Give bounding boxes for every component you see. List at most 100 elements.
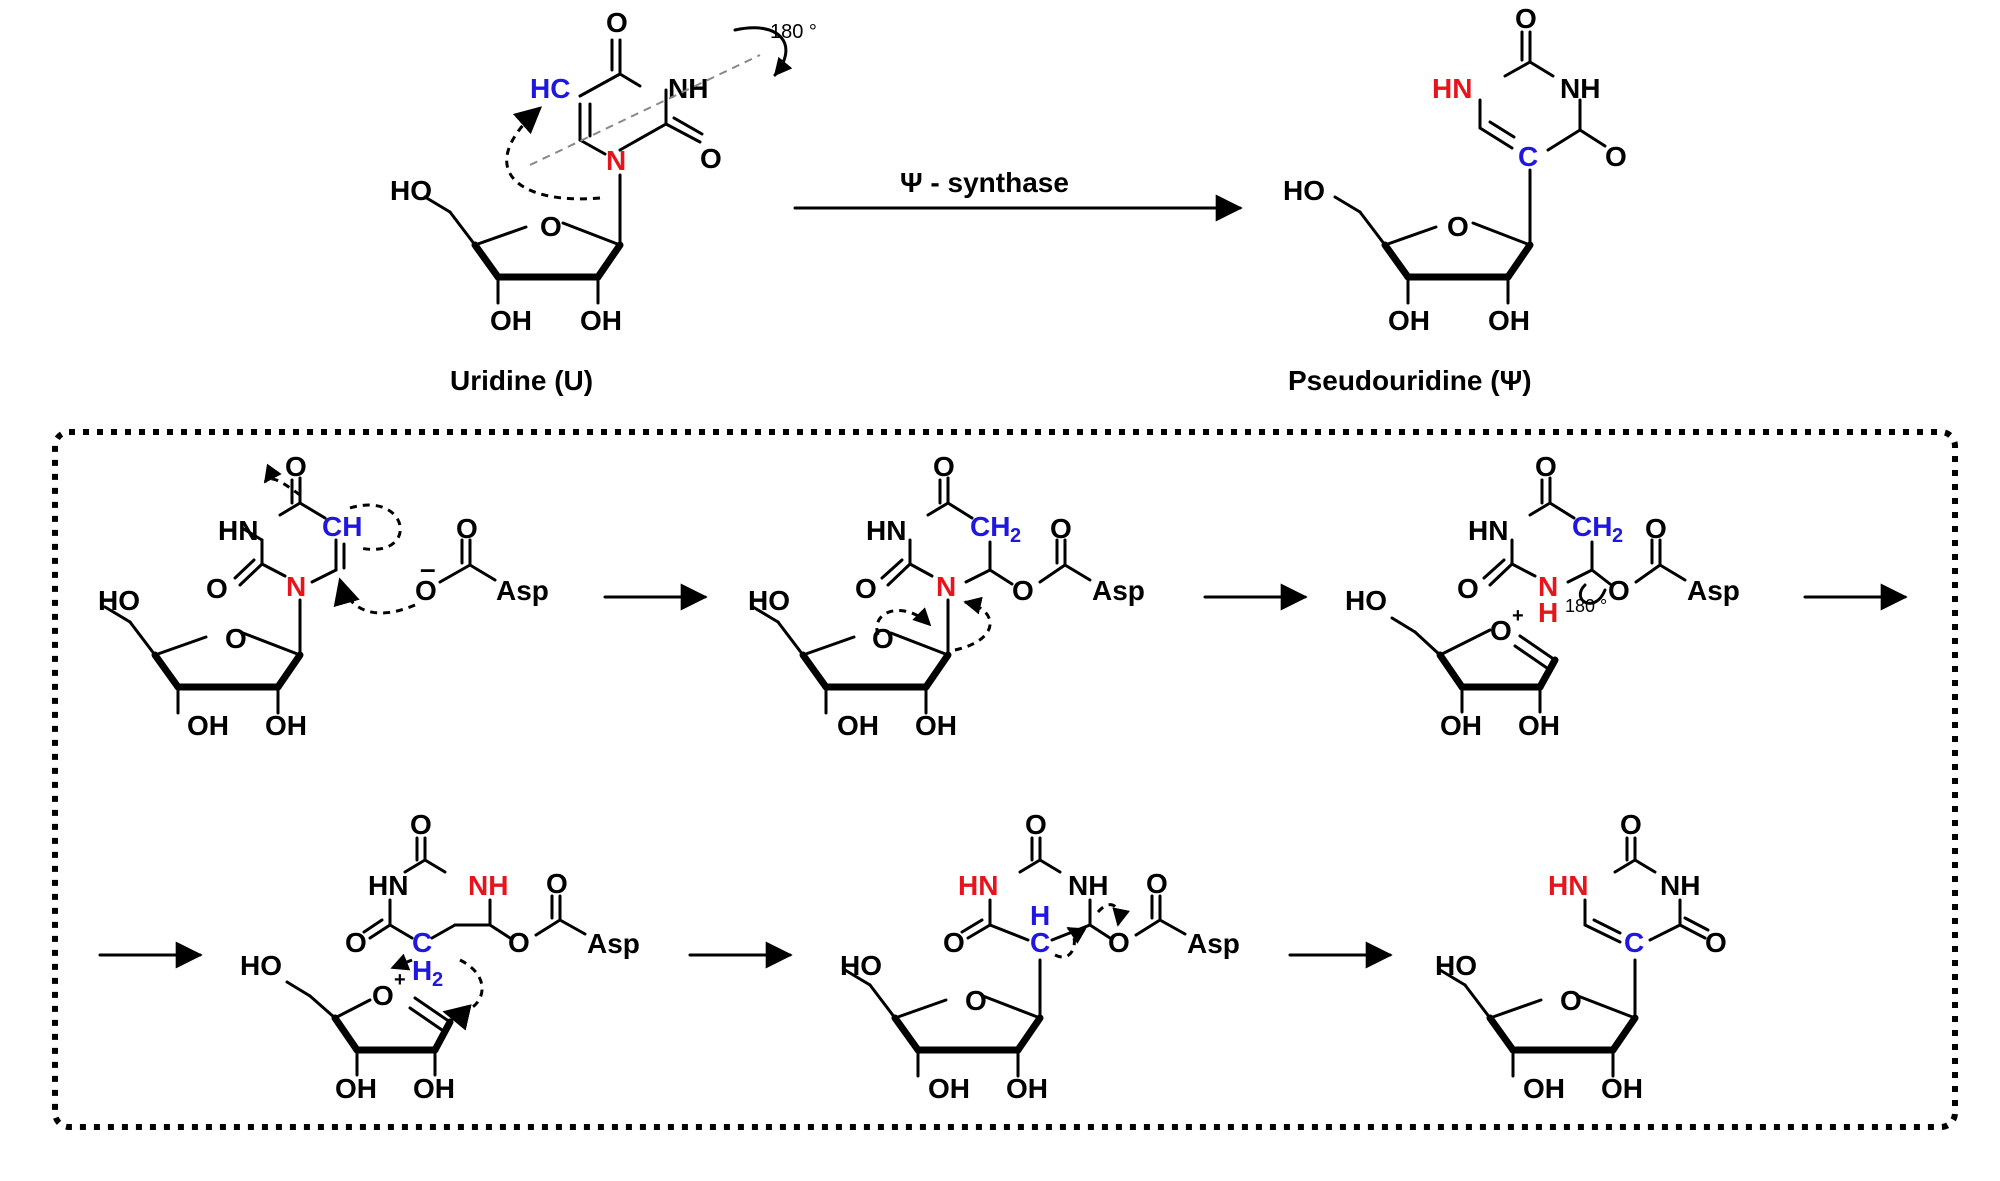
step3-hn: HN (1468, 515, 1508, 546)
uridine-oh-right: OH (580, 305, 622, 336)
step3-o-c4: O (1535, 451, 1557, 482)
step4-h2: H (412, 955, 432, 986)
step6-o-c2: O (1620, 809, 1642, 840)
mechanism-step-2: HO OH OH O N O HN O CH 2 O O Asp (748, 451, 1145, 741)
step5-oh-right: OH (1006, 1073, 1048, 1104)
pseudo-ho-label: HO (1283, 175, 1325, 206)
step1-arrow-asp (333, 577, 416, 615)
step6-nh: NH (1660, 870, 1700, 901)
step4-oh-left: OH (335, 1073, 377, 1104)
pseudo-nh-label: NH (1560, 73, 1600, 104)
step4-o-c2: O (410, 809, 432, 840)
pseudo-carbonyl-o-top: O (1515, 3, 1537, 34)
uridine-curved-arrow (505, 106, 601, 201)
step5-nh: NH (1068, 870, 1108, 901)
step4-ho: HO (240, 950, 282, 981)
step1-n1: N (286, 571, 306, 602)
step3-sub2: 2 (1612, 525, 1623, 547)
step3-ch2: CH (1572, 511, 1612, 542)
step5-oh-left: OH (928, 1073, 970, 1104)
step1-ho: HO (98, 585, 140, 616)
pseudo-carbonyl-o-right: O (1605, 141, 1627, 172)
step5-o-c2: O (1025, 809, 1047, 840)
step3-ester-o: O (1608, 575, 1630, 606)
step1-o-c4: O (285, 451, 307, 482)
pseudo-hn-label: HN (1432, 73, 1472, 104)
step6-oh-right: OH (1601, 1073, 1643, 1104)
step1-asp: Asp (496, 575, 549, 606)
step6-oh-left: OH (1523, 1073, 1565, 1104)
step5-arrow-o (1096, 903, 1130, 927)
step4-hn: HN (368, 870, 408, 901)
step5-ester-o: O (1108, 927, 1130, 958)
uridine-caption: Uridine (U) (450, 365, 593, 396)
mechanism-step-4: HO OH OH O + HN NH O O C H 2 O (240, 809, 640, 1104)
step4-asp-o: O (546, 868, 568, 899)
mechanism-box (52, 429, 1958, 1130)
rotation-axis (529, 54, 761, 166)
rotation-arrow (733, 26, 793, 77)
step3-ho: HO (1345, 585, 1387, 616)
step5-asp-o: O (1146, 868, 1168, 899)
step3-rotation-label: 180 ° (1565, 596, 1607, 616)
step5-c5: C (1030, 927, 1050, 958)
uridine-carbonyl-o-right: O (700, 143, 722, 174)
step4-plus: + (394, 969, 406, 991)
step3-n: N (1538, 571, 1558, 602)
pseudouridine-caption: Pseudouridine (Ψ) (1288, 365, 1532, 396)
step6-c5: C (1624, 927, 1644, 958)
step5-ring-o: O (965, 985, 987, 1016)
step1-minus: – (420, 553, 436, 584)
step2-ring-o: O (872, 623, 894, 654)
step4-ester-o: O (508, 927, 530, 958)
uridine-ring-oxygen: O (540, 211, 562, 242)
step4-c5: C (412, 927, 432, 958)
uridine-ho-label: HO (390, 175, 432, 206)
mechanism-step-3: HO OH OH O + N H O HN O CH 2 O (1345, 451, 1740, 741)
step2-ho: HO (748, 585, 790, 616)
step1-o-c2: O (206, 573, 228, 604)
mechanism-step-6: HO OH OH O C O NH O HN (1435, 809, 1727, 1104)
step5-asp: Asp (1187, 928, 1240, 959)
step1-oh-right: OH (265, 710, 307, 741)
step5-arrow-c (1054, 926, 1087, 959)
uridine-oh-left: OH (490, 305, 532, 336)
step3-ring-o: O (1490, 615, 1512, 646)
step2-oh-right: OH (915, 710, 957, 741)
step1-arrow-ch (349, 503, 402, 551)
step3-o-c2: O (1457, 573, 1479, 604)
step6-ring-o: O (1560, 985, 1582, 1016)
step4-asp: Asp (587, 928, 640, 959)
step2-oh-left: OH (837, 710, 879, 741)
step3-asp-o: O (1645, 513, 1667, 544)
step4-arrow-c (442, 958, 484, 1031)
step1-hn: HN (218, 515, 258, 546)
step2-o-c4: O (933, 451, 955, 482)
rotation-label-top: 180 ° (770, 21, 817, 43)
step1-arrow-o (263, 463, 301, 497)
step4-oh-right: OH (413, 1073, 455, 1104)
step1-oh-left: OH (187, 710, 229, 741)
step1-asp-o-minus: O (415, 575, 437, 606)
step5-hn: HN (958, 870, 998, 901)
pseudo-oh-left: OH (1388, 305, 1430, 336)
pseudo-oh-right: OH (1488, 305, 1530, 336)
uridine-hc-label: HC (530, 73, 570, 104)
step1-asp-o: O (456, 513, 478, 544)
step6-o-c4: O (1705, 927, 1727, 958)
step2-ester-o: O (1012, 575, 1034, 606)
step5-ho: HO (840, 950, 882, 981)
step3-plus: + (1512, 605, 1524, 627)
step2-arrow-ring (875, 607, 932, 636)
main-reaction-arrow: Ψ - synthase (793, 167, 1243, 222)
uridine-n1-label: N (606, 145, 626, 176)
step2-asp-o: O (1050, 513, 1072, 544)
step3-rotation-arrow (1578, 583, 1607, 605)
step4-ring-o: O (372, 980, 394, 1011)
step2-arrow-n (954, 596, 992, 652)
step2-ch2: CH (970, 511, 1010, 542)
step3-h: H (1538, 597, 1558, 628)
uridine-carbonyl-o-top: O (606, 7, 628, 38)
pseudo-ring-oxygen: O (1447, 211, 1469, 242)
step4-sub2: 2 (432, 969, 443, 991)
